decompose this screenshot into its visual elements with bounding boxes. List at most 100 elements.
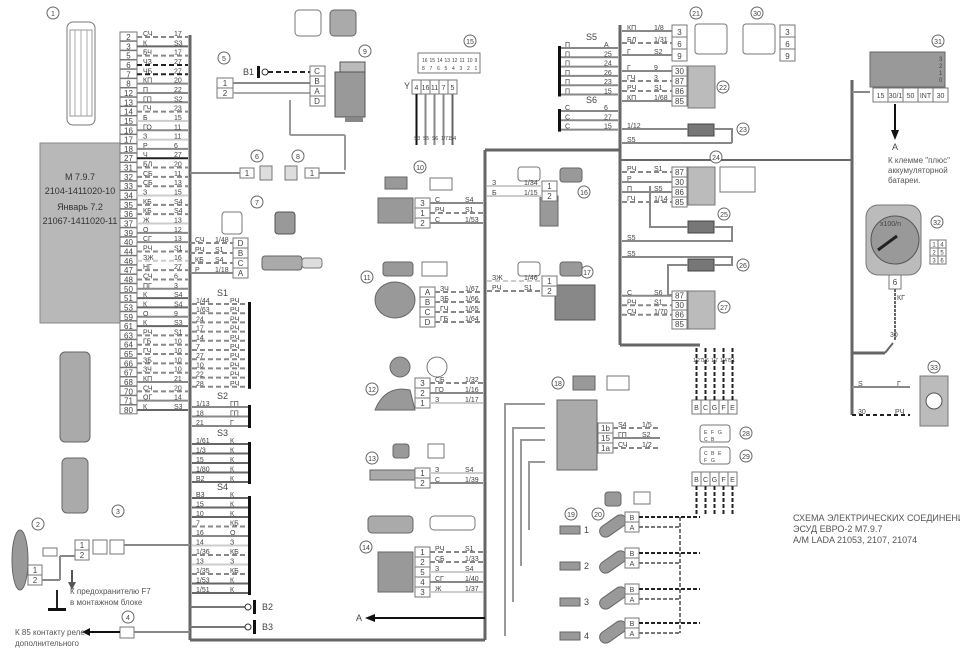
ecu-wire-color: РЧ [143, 329, 153, 336]
splice-wire-dest: 24 [604, 61, 612, 68]
c3-pin-2: 2 [80, 551, 85, 560]
splice-wire-src: 13 [196, 559, 204, 566]
ecu-wire-color: ЧЗ [143, 59, 152, 66]
c9-pin-b: B [314, 77, 319, 86]
c28-grid: B [711, 437, 715, 443]
ecu-pin-number: 65 [124, 350, 133, 359]
wire-color: Р [627, 176, 632, 183]
wire-dest: S1 [654, 166, 663, 173]
wire-color: КП [627, 25, 636, 32]
spark-plug-number: 2 [584, 561, 589, 571]
c32-grid-label: 4 [940, 243, 944, 249]
c33-color: РЧ [895, 409, 905, 416]
connector-pin-label: B [425, 298, 430, 307]
connector-pin-label: 6 [677, 40, 682, 49]
ecu-wire-dest: 11 [174, 124, 181, 131]
splice-wire-dest: A [604, 42, 609, 49]
connector-pin-label: 86 [675, 311, 684, 320]
connector-pin [779, 48, 796, 62]
note-fuse-f7-2: в монтажном блоке [70, 598, 143, 607]
connector-pin [671, 319, 688, 330]
connector-pin-label: 3 [420, 588, 425, 597]
ecu-pin-number: 50 [124, 285, 133, 294]
splice-wire-color: КБ [230, 549, 239, 556]
connector-pin-label: 4 [420, 578, 425, 587]
ecu-wire-dest: 20 [174, 162, 182, 169]
splice-wire-src: 16 [196, 530, 204, 537]
wire-color: РЧ [627, 166, 637, 173]
callout-7: 7 [255, 200, 259, 207]
injector-pin-b: B [630, 587, 635, 594]
ecu-wire-dest: S1 [174, 329, 183, 336]
ecu-pin-number: 27 [124, 154, 133, 163]
ecu-pin-number: 3 [126, 42, 131, 51]
splice-wire-src: 22 [196, 372, 204, 379]
ign-position: 1 [939, 71, 943, 77]
wire-color: Г [627, 49, 631, 56]
splice-wire-src: 1/63 [196, 307, 210, 314]
splice-label-s3: S3 [217, 428, 228, 438]
wire-color: ЗЖ [492, 275, 503, 282]
connector-pin-label: 2 [420, 389, 425, 398]
connector-pin-label: 30 [675, 301, 684, 310]
gauge-label: x100/n [880, 221, 901, 228]
splice-wire-color: П [565, 61, 570, 68]
ecu-pin-number: 5 [126, 52, 131, 61]
ign-position: 2 [939, 64, 943, 70]
note-relay-85-2: дополнительного [15, 639, 79, 648]
splice-wire-src: 1/13 [196, 401, 210, 408]
wire-color: ГЧ [627, 75, 636, 82]
ecu-wire-dest: S2 [174, 96, 183, 103]
ign-terminal [932, 87, 949, 103]
wire-dest: S1 [215, 247, 224, 254]
note-relay-85-1: К 85 контакту реле [15, 628, 85, 637]
ecu-pin-number: 34 [124, 192, 133, 201]
ecu-wire-color: ГЧ [143, 348, 152, 355]
wire-dest: S6 [654, 290, 663, 297]
injector-pin-a: A [630, 561, 635, 568]
c15-grid-pin: 6 [437, 66, 440, 72]
splice-wire-src: 1/3 [196, 448, 206, 455]
wire-dest: 3 [654, 75, 658, 82]
splice-wire-src: 1/80 [196, 467, 210, 474]
c15-pin-label: 16 [422, 85, 430, 92]
splice-wire-color: РЧ [230, 362, 240, 369]
connector-pin-label: 87 [675, 168, 684, 177]
splice-wire-color: З [230, 540, 234, 547]
wire-color: S4 [618, 422, 627, 429]
ecu-wire-color: НГ [143, 264, 152, 271]
component-25-fuse: 25 S5 [622, 186, 733, 242]
ecu-pin-number: 48 [124, 275, 133, 284]
connector-pin-label: 1 [547, 277, 552, 286]
c15-grid-pin: 13 [445, 58, 451, 64]
ecu-wire-color: СЧ [143, 273, 153, 280]
connector-pin-label: 2 [420, 479, 425, 488]
wire-dest: 1/33 [465, 556, 479, 563]
callout-5: 5 [222, 56, 226, 63]
splice-label-s5: S5 [586, 32, 597, 42]
splice-wire-color: РЧ [230, 316, 240, 323]
ecu-wire-color: К [143, 320, 148, 327]
callout-9: 9 [363, 49, 367, 56]
c29-grid: B [711, 451, 715, 457]
callout-28: 28 [742, 431, 750, 438]
splice-wire-color: К [230, 587, 235, 594]
callout-30: 30 [753, 11, 761, 18]
c28-pin-label: F [721, 405, 725, 412]
c29-grid: C [704, 451, 708, 457]
splice-wire-src: 24 [196, 316, 204, 323]
callout-4: 4 [126, 615, 130, 622]
ecu-wire-color: КБ [143, 199, 152, 206]
callout-32: 32 [933, 220, 941, 227]
splice-wire-dest: 15 [604, 124, 612, 131]
callout-1: 1 [51, 11, 55, 18]
ecu-pin-number: 53 [124, 303, 133, 312]
ecu-wire-dest: 10 [174, 357, 182, 364]
wire-dest: 1/16 [465, 387, 479, 394]
splice-wire-color: П [565, 42, 570, 49]
